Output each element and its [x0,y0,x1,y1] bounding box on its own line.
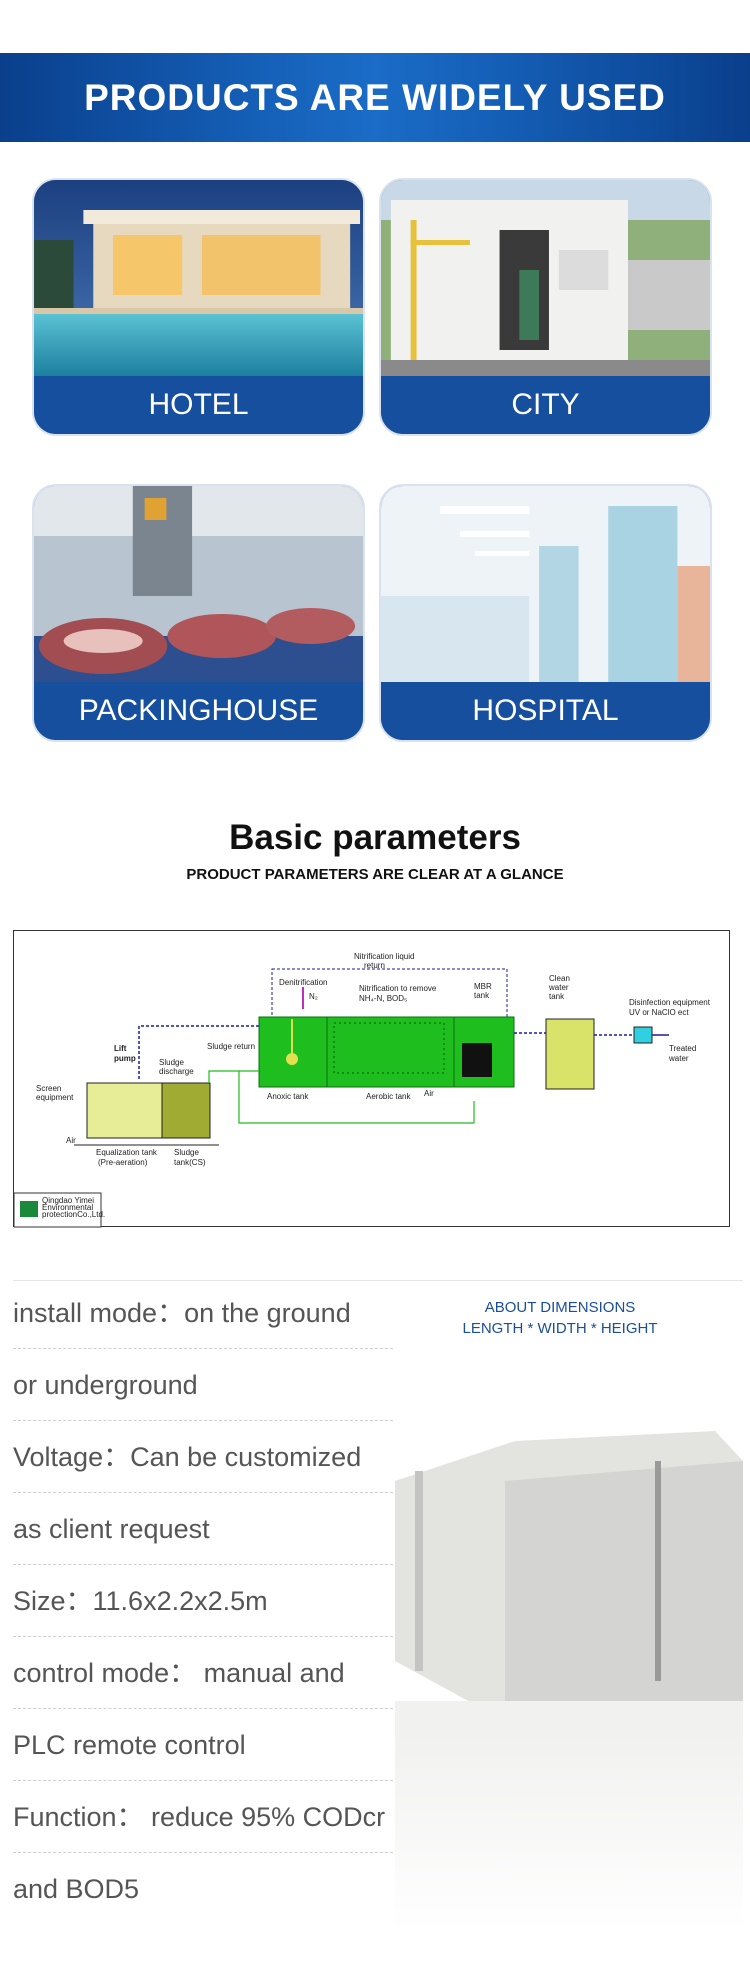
container-unit-image [395,1431,743,1931]
application-label-city: CITY [381,376,710,434]
parameter-row: as client request [13,1494,393,1565]
banner-background [0,53,750,142]
parameter-row: Size：11.6x2.2x2.5m [13,1566,393,1637]
label-aerobic: Aerobic tank [366,1092,411,1101]
parameter-row: control mode： manual and [13,1638,393,1709]
hospital-interior-photo [381,486,710,682]
dimensions-title-line-1: ABOUT DIMENSIONS [484,1299,636,1316]
label-treated-2: water [668,1054,689,1063]
label-lift-pump-2: pump [114,1054,136,1063]
application-label-hospital: HOSPITAL [381,682,710,740]
label-nitrification-remove: Nitrification to remove [359,984,437,993]
label-clean-2: water [548,983,569,992]
label-nitrification-return-2: return [364,961,385,970]
label-treated: Treated [669,1044,696,1053]
label-equalization-2: (Pre-aeration) [98,1158,148,1167]
application-card-packinghouse: PACKINGHOUSE [32,484,365,742]
label-company-2: Environmental [42,1203,93,1212]
label-lift-pump: Lift [114,1044,127,1053]
parameter-row: install mode：on the ground [13,1278,393,1349]
application-card-hotel: HOTEL [32,178,365,436]
hotel-pool-photo [34,180,363,376]
parameter-row: Function： reduce 95% CODcr [13,1782,393,1853]
label-mbr: MBR [474,982,492,991]
label-nitrification-remove-2: NH₄-N, BOD₅ [359,994,407,1003]
application-card-city: CITY [379,178,712,436]
dimensions-title-line-2: LENGTH * WIDTH * HEIGHT [462,1320,658,1337]
label-company: Qingdao Yimei [42,1196,94,1205]
sludge-tank [161,1082,211,1139]
label-nitrification-return: Nitrification liquid [354,952,414,961]
process-diagram: Nitrification liquid return Denitrificat… [13,930,730,1228]
label-clean-3: tank [549,992,565,1001]
parameter-row: Voltage：Can be customized [13,1422,393,1493]
label-sludge-discharge-2: discharge [159,1067,194,1076]
label-sludge-discharge: Sludge [159,1058,184,1067]
company-logo-icon [20,1201,38,1217]
label-disinfection: Disinfection equipment [629,998,711,1007]
section-title: Basic parameters [229,818,521,857]
meat-processing-photo [34,486,363,682]
parameter-row: or underground [13,1350,393,1421]
clean-water-tank [545,1018,595,1090]
label-sludge-return: Sludge return [207,1042,255,1051]
parameter-row: and BOD5 [13,1874,140,1904]
label-n2: N₂ [309,992,318,1001]
label-mbr-2: tank [474,991,490,1000]
application-label-packinghouse: PACKINGHOUSE [34,682,363,740]
label-screen: Screen [36,1084,61,1093]
label-clean: Clean [549,974,570,983]
label-sludge-tank: Sludge [174,1148,199,1157]
dimensions-title: ABOUT DIMENSIONS LENGTH * WIDTH * HEIGHT [395,1297,725,1339]
parameters-panel [13,1280,743,1931]
equalization-tank [86,1082,163,1139]
label-anoxic: Anoxic tank [267,1092,309,1101]
disinfection-equipment [633,1026,653,1044]
nitrification-return-loop [271,968,508,1018]
label-disinfection-2: UV or NaClO ect [629,1008,689,1017]
process-flow-diagram: Nitrification liquid return Denitrificat… [13,952,711,1228]
mixer-icon [286,1053,298,1065]
label-company-3: protectionCo.,Ltd. [42,1210,105,1219]
mbr-module-icon [462,1043,492,1077]
application-label-hotel: HOTEL [34,376,363,434]
label-air-top: Air [424,1089,434,1098]
label-screen-2: equipment [36,1093,74,1102]
banner-title: PRODUCTS ARE WIDELY USED [84,77,666,118]
application-card-hospital: HOSPITAL [379,484,712,742]
section-subtitle: PRODUCT PARAMETERS ARE CLEAR AT A GLANCE [186,866,564,883]
label-air-left: Air [66,1136,76,1145]
label-equalization: Equalization tank [96,1148,158,1157]
label-sludge-tank-2: tank(CS) [174,1158,206,1167]
equipment-container-photo [381,180,710,376]
label-denitrification: Denitrification [279,978,327,987]
parameter-row: PLC remote control [13,1710,393,1781]
